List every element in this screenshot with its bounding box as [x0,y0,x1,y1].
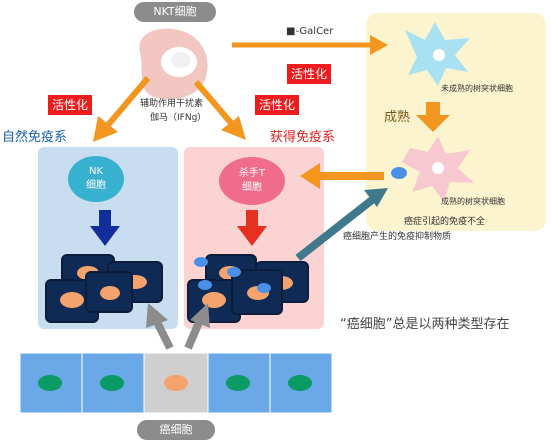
immature-dc-label: 未成熟的树突状细胞 [441,84,513,93]
maturation-arrow [416,102,450,132]
nk-attack-arrow [90,210,120,246]
killer-t-cell-circle [219,157,285,205]
arrow-escape-right [184,303,210,350]
nk-cell-caption: NK 细胞 [68,165,124,193]
immature-dendritic-cell-icon [405,22,470,86]
arrow-escape-left [146,303,174,350]
ifng-caption-line1: 辅助作用干扰素 [140,99,204,109]
tumor-cluster-right [187,254,309,323]
acquired-immunity-label: 获得免疫系 [270,130,336,145]
ifng-caption-line2: 伽马（IFNg） [150,113,207,123]
killer-t-caption: 杀手T 细胞 [222,167,282,195]
arrow-tumor-to-dc [295,188,388,262]
galcer-label: ■-GalCer [286,26,334,37]
mature-dendritic-cell-icon [391,136,474,202]
killer-t-attack-arrow [237,210,267,246]
activation-tag-nk: 活性化 [48,95,93,115]
mature-dc-label: 成熟的树突状细胞 [441,197,505,206]
two-types-note: “癌细胞”总是以两种类型存在 [340,317,510,332]
nkt-cell-label: NKT细胞 [134,2,216,22]
suppression-line2: 癌细胞产生的免疫抑制物质 [343,232,452,242]
epithelium-row [19,352,333,414]
arrow-nkt-to-nk [93,76,151,142]
dc-panel [366,13,546,231]
killer-t-caption-line1: 杀手T [238,168,266,179]
nk-cell-circle [68,156,124,202]
suppression-line1: 癌症引起的免疫不全 [404,217,486,227]
maturation-label: 成熟 [384,110,411,125]
activation-tag-dc: 活性化 [287,64,332,84]
innate-immunity-label: 自然免疫系 [2,130,68,145]
cancer-cell-label: 癌细胞 [137,420,215,440]
killer-t-caption-line2: 细胞 [242,182,262,193]
arrow-dc-to-killer-t [300,163,384,189]
tumor-cluster-left [45,254,163,323]
nkt-cell-icon [139,28,208,100]
arrow-nkt-to-killer-t [193,80,246,140]
nk-cell-caption-line2: 细胞 [86,180,106,191]
arrow-nkt-to-dc [232,35,388,55]
activation-tag-killer-t: 活性化 [255,95,300,115]
nk-cell-caption-line1: NK [88,166,104,177]
